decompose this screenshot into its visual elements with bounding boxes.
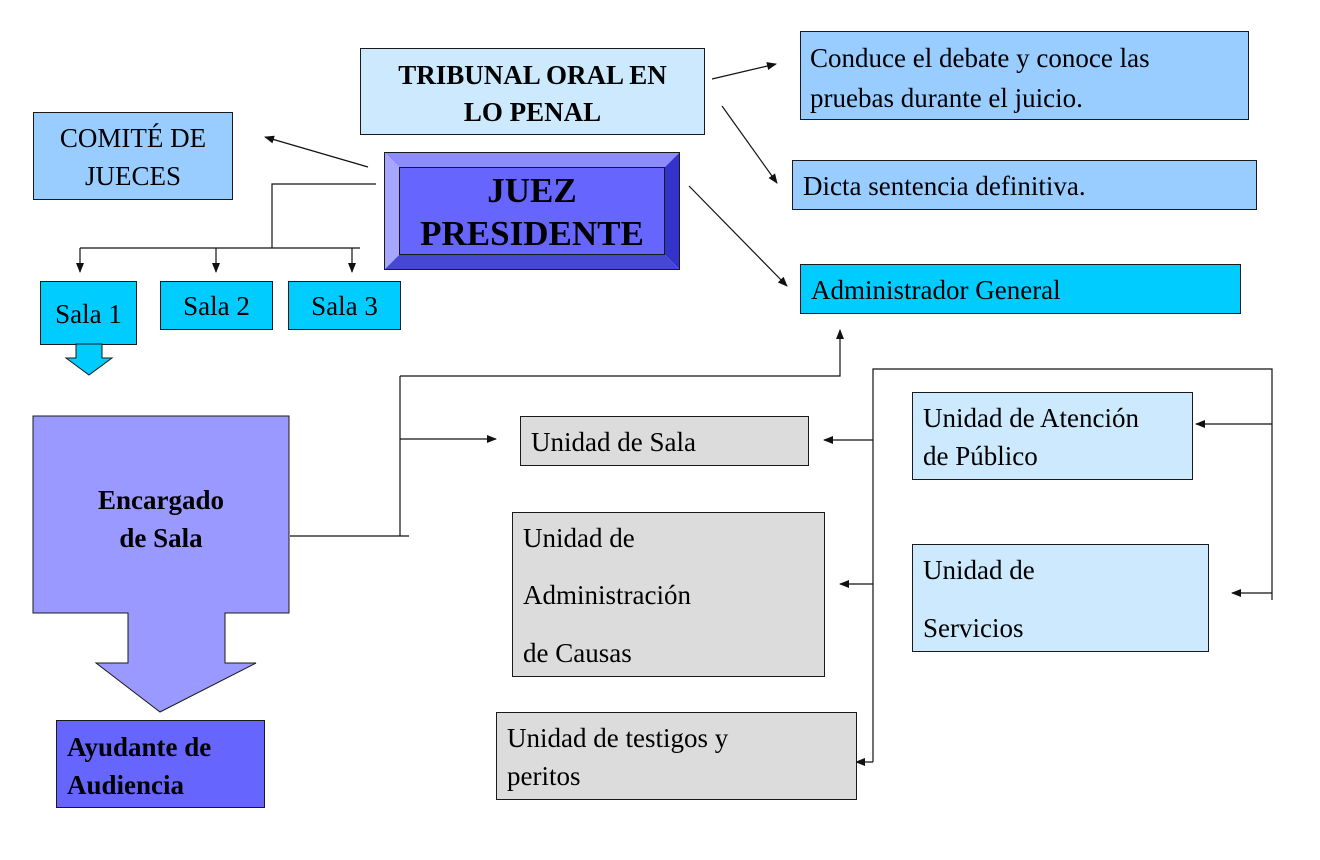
encargado-de-sala-label: Encargado de Sala <box>97 485 224 553</box>
administrador-general-box: Administrador General <box>800 264 1241 314</box>
juez-presidente-box: JUEZ PRESIDENTE <box>384 152 680 270</box>
conduce-debate-label: Conduce el debate y conoce las pruebas d… <box>810 43 1150 113</box>
unidad-administracion-causas-line-3: de Causas <box>523 638 632 668</box>
administrador-general-label: Administrador General <box>811 275 1061 305</box>
unidad-servicios-line-2: Servicios <box>923 613 1024 643</box>
unidad-de-sala-box: Unidad de Sala <box>520 416 809 466</box>
ayudante-audiencia-box: Ayudante de Audiencia <box>56 720 265 808</box>
juez-presidente-label: JUEZ PRESIDENTE <box>420 171 644 253</box>
unidad-atencion-publico-box: Unidad de Atención de Público <box>912 392 1193 480</box>
unidad-testigos-peritos-label: Unidad de testigos y peritos <box>507 723 729 791</box>
sala-1-down-arrow <box>64 343 114 376</box>
unidad-servicios-box: Unidad de Servicios <box>912 544 1209 652</box>
ayudante-audiencia-label: Ayudante de Audiencia <box>67 732 212 800</box>
unidad-administracion-causas-line-2: Administración <box>523 580 691 610</box>
bevel-frame <box>384 152 680 270</box>
comite-jueces-label: COMITÉ DE JUECES <box>59 123 207 191</box>
comite-jueces-box: COMITÉ DE JUECES <box>33 112 233 200</box>
dicta-sentencia-label: Dicta sentencia definitiva. <box>803 171 1086 201</box>
tribunal-oral-label: TRIBUNAL ORAL EN LO PENAL <box>398 60 667 127</box>
unidad-atencion-publico-label: Unidad de Atención de Público <box>923 403 1139 471</box>
encargado-de-sala-shape <box>32 415 290 713</box>
sala-3-box: Sala 3 <box>288 281 401 330</box>
unidad-administracion-causas-box: Unidad de Administración de Causas <box>512 512 825 677</box>
sala-1-box: Sala 1 <box>40 281 137 345</box>
unidad-servicios-line-1: Unidad de <box>923 555 1035 585</box>
sala-2-box: Sala 2 <box>160 281 273 330</box>
sala-3-label: Sala 3 <box>311 291 378 321</box>
unidad-administracion-causas-line-1: Unidad de <box>523 523 635 553</box>
conduce-debate-box: Conduce el debate y conoce las pruebas d… <box>800 31 1249 120</box>
dicta-sentencia-box: Dicta sentencia definitiva. <box>792 160 1257 210</box>
unidad-testigos-peritos-box: Unidad de testigos y peritos <box>496 712 857 800</box>
unidad-de-sala-label: Unidad de Sala <box>531 427 696 457</box>
sala-1-label: Sala 1 <box>55 299 122 329</box>
sala-2-label: Sala 2 <box>183 291 250 321</box>
tribunal-oral-box: TRIBUNAL ORAL EN LO PENAL <box>360 48 705 135</box>
